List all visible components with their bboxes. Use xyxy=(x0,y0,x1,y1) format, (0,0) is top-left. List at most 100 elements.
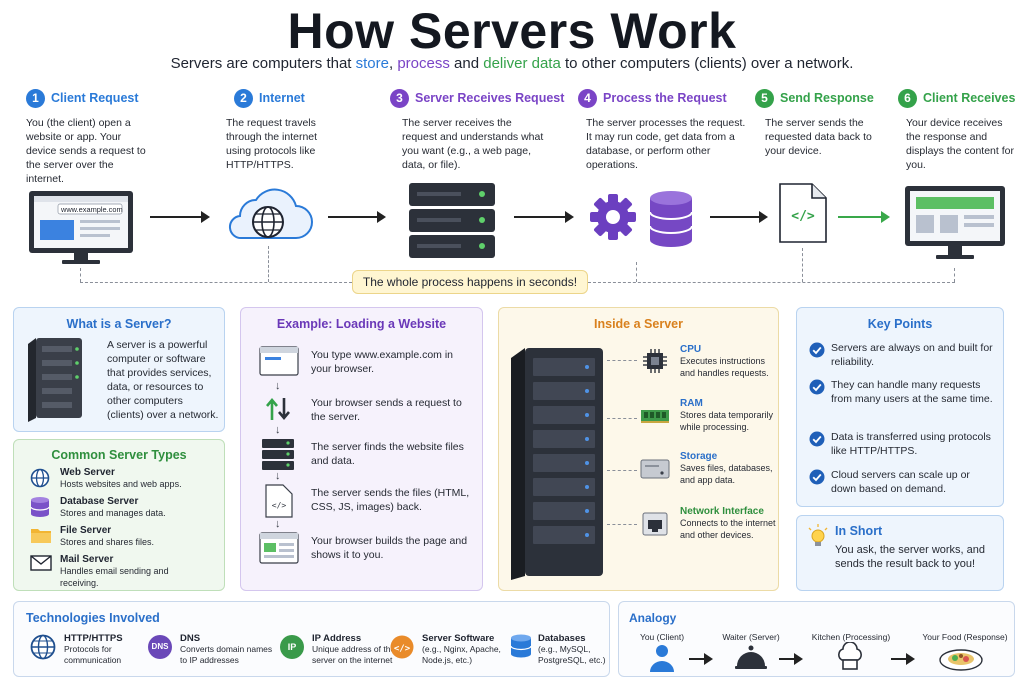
step-title: Send Response xyxy=(780,91,874,105)
key-points-panel: Key Points Servers are always on and bui… xyxy=(796,307,1004,507)
client-receives-monitor-icon xyxy=(905,186,1005,259)
key-point: They can handle many requests from many … xyxy=(831,379,993,405)
panel-title: Analogy xyxy=(629,611,677,625)
dns-badge-icon: DNS xyxy=(148,635,172,659)
up-down-arrows-icon xyxy=(266,397,290,421)
example-step: Your browser builds the page and shows i… xyxy=(311,535,468,561)
server-type-desc: Hosts websites and web apps. xyxy=(60,479,182,489)
analogy-arrow xyxy=(779,654,803,664)
tech-name: Databases xyxy=(538,633,586,644)
server-type-name: Web Server xyxy=(60,467,115,478)
step-title: Process the Request xyxy=(603,91,727,105)
server-type-name: Mail Server xyxy=(60,554,114,565)
in-short-text: You ask, the server works, and sends the… xyxy=(835,544,986,570)
step-description: The server receives the request and unde… xyxy=(402,117,544,171)
step-number: 4 xyxy=(578,88,597,108)
key-point: Cloud servers can scale up or down based… xyxy=(831,469,970,495)
ip-badge-icon: IP xyxy=(280,635,304,659)
server-type-desc: Stores and manages data. xyxy=(60,508,166,518)
hard-drive-icon xyxy=(640,459,670,479)
analogy-label: You (Client) xyxy=(639,632,685,642)
flow-arrow xyxy=(150,211,210,223)
example-panel: Example: Loading a Website You type www.… xyxy=(240,307,483,591)
webpage-icon xyxy=(259,532,299,564)
tech-desc: (e.g., Nginx, Apache, Node.js, etc.) xyxy=(422,644,501,665)
client-monitor-icon: www.example.com xyxy=(29,191,133,264)
part-desc: Saves files, databases, and app data. xyxy=(680,463,773,485)
timeline-line xyxy=(80,282,352,283)
tech-desc: Converts domain names to IP addresses xyxy=(180,644,273,665)
check-circle-icon xyxy=(809,342,825,358)
step-description: You (the client) open a website or app. … xyxy=(26,117,146,185)
example-step: Your browser sends a request to the serv… xyxy=(311,397,462,423)
connector xyxy=(607,418,637,419)
server-rack-icon xyxy=(409,183,495,258)
server-small-icon xyxy=(262,439,294,470)
example-step: The server finds the website files and d… xyxy=(311,441,464,467)
analogy-arrow xyxy=(689,654,713,664)
person-icon xyxy=(650,645,674,672)
step-description: The server processes the request. It may… xyxy=(586,117,746,171)
part-desc: Stores data temporarily while processing… xyxy=(680,410,774,432)
cloud-globe-icon xyxy=(228,188,313,240)
server-tower-icon xyxy=(28,338,82,422)
analogy-label: Your Food (Response) xyxy=(922,632,1008,642)
tech-desc: Unique address of the server on the inte… xyxy=(312,644,396,665)
connector xyxy=(607,470,637,471)
panel-title: Inside a Server xyxy=(594,317,683,331)
code-file-small-icon: </> xyxy=(265,484,293,518)
tech-item: Server Software(e.g., Nginx, Apache, Nod… xyxy=(422,633,508,666)
highlight-deliver: deliver data xyxy=(483,55,561,72)
step-description: Your device receives the response and di… xyxy=(906,117,1014,171)
folder-icon xyxy=(31,529,51,543)
analogy-label: Waiter (Server) xyxy=(722,632,780,642)
browser-url: www.example.com xyxy=(60,205,123,214)
tech-name: HTTP/HTTPS xyxy=(64,633,123,644)
timeline-line xyxy=(588,282,955,283)
check-circle-icon xyxy=(809,379,825,395)
step-4: 4 Process the Request The server processe… xyxy=(578,88,745,172)
step-title: Client Receives xyxy=(923,91,1016,105)
step-description: The server sends the requested data back… xyxy=(765,117,872,157)
key-point: Data is transferred using protocols like… xyxy=(831,431,991,457)
flow-arrow xyxy=(710,211,768,223)
server-type-name: Database Server xyxy=(60,496,139,507)
analogy-arrow xyxy=(891,654,915,664)
example-step: You type www.example.com in your browser… xyxy=(311,349,454,375)
server-cabinet-icon xyxy=(511,348,603,580)
page-subtitle: Servers are computers that store, proces… xyxy=(170,55,854,72)
step-number: 1 xyxy=(26,88,45,108)
server-type-desc: Stores and shares files. xyxy=(60,537,155,547)
timeline-connector xyxy=(80,268,81,282)
step-title: Internet xyxy=(259,91,305,105)
in-short-panel: In Short You ask, the server works, and … xyxy=(796,515,1004,591)
database-small-icon xyxy=(30,497,50,517)
ram-stick-icon xyxy=(641,410,669,423)
panel-title: In Short xyxy=(835,524,883,538)
part-name: Network Interface xyxy=(680,506,764,517)
tech-desc: (e.g., MySQL, PostgreSQL, etc.) xyxy=(538,644,606,665)
mail-icon xyxy=(30,555,52,571)
globe-icon xyxy=(30,634,56,660)
connector xyxy=(607,360,637,361)
database-small-icon xyxy=(510,634,532,658)
database-icon xyxy=(649,191,693,247)
browser-window-icon xyxy=(259,346,299,376)
gear-icon xyxy=(590,194,636,240)
server-type-desc: Handles email sending and receiving. xyxy=(60,566,169,588)
page-title: How Servers Work xyxy=(287,3,737,59)
timeline-connector xyxy=(636,262,637,282)
highlight-process: process xyxy=(397,55,450,72)
analogy-panel: Analogy You (Client) Waiter (Server) Kit… xyxy=(618,601,1015,677)
